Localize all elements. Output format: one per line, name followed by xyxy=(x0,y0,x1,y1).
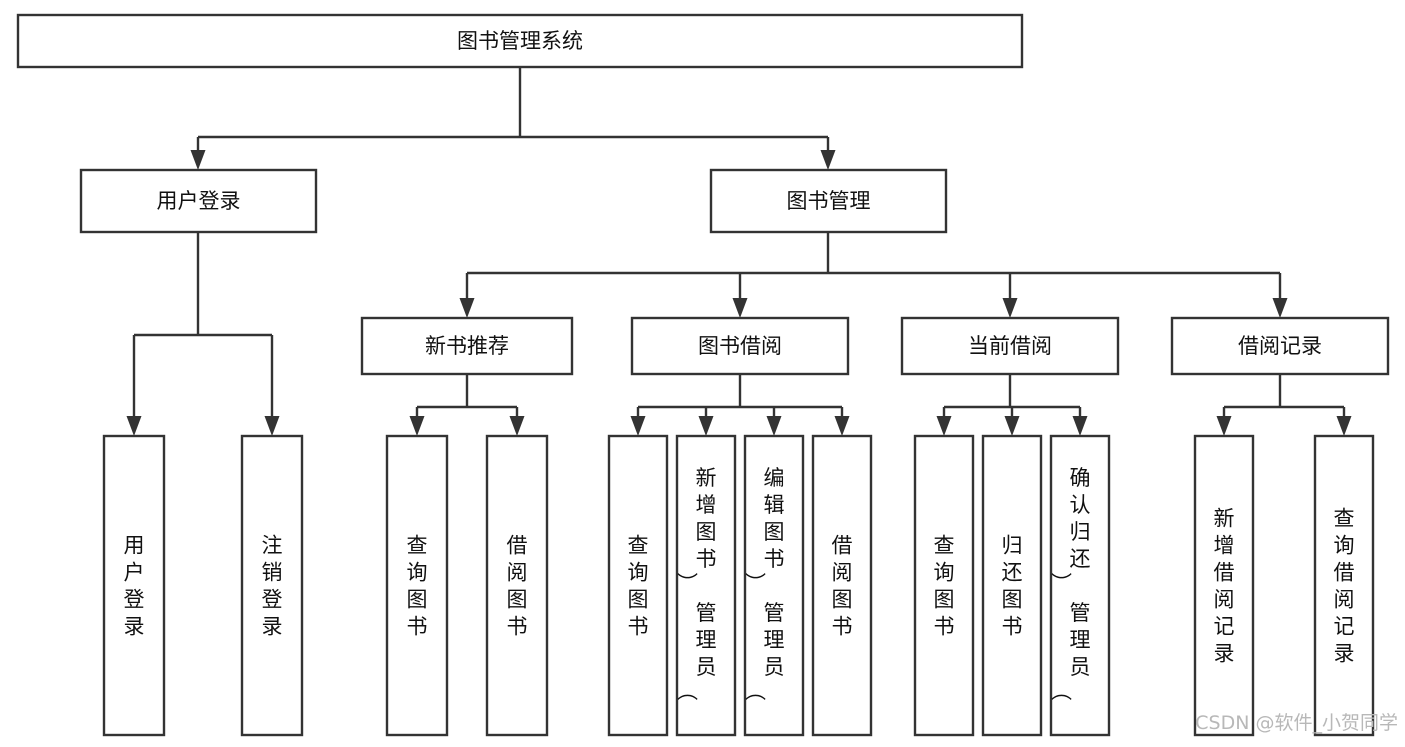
node-box-leaf-user-login[interactable] xyxy=(102,434,166,737)
connector-book-management xyxy=(459,232,1288,318)
connector-root xyxy=(190,67,836,170)
arrow-head-icon xyxy=(630,416,646,436)
arrow-head-icon xyxy=(1216,416,1232,436)
node-leaf-return-book[interactable]: 归还图书 xyxy=(981,434,1043,737)
node-new-book-recommend[interactable]: 新书推荐 xyxy=(360,316,574,376)
arrow-head-icon xyxy=(126,416,142,436)
node-label-book-borrow: 图书借阅 xyxy=(698,334,782,358)
node-box-new-book-recommend[interactable] xyxy=(360,316,574,376)
node-label-leaf-add-borrow-record: 新增借阅记录 xyxy=(1214,507,1235,666)
node-label-user-login: 用户登录 xyxy=(157,189,241,213)
node-borrow-record[interactable]: 借阅记录 xyxy=(1170,316,1390,376)
arrow-head-icon xyxy=(732,298,748,318)
node-box-leaf-query-book-borrow[interactable] xyxy=(607,434,669,737)
node-label-leaf-borrow-book-recommend: 借阅图书 xyxy=(507,534,528,639)
node-box-leaf-confirm-return-admin[interactable] xyxy=(1049,434,1111,737)
node-layer: 图书管理系统用户登录图书管理新书推荐图书借阅当前借阅借阅记录用户登录注销登录查询… xyxy=(16,13,1390,737)
arrow-head-icon xyxy=(834,416,850,436)
node-label-borrow-record: 借阅记录 xyxy=(1238,334,1322,358)
node-box-leaf-edit-book-admin[interactable] xyxy=(743,434,805,737)
arrow-head-icon xyxy=(1004,416,1020,436)
node-box-leaf-query-borrow-record[interactable] xyxy=(1313,434,1375,737)
connector-book-borrow xyxy=(630,374,850,436)
node-label-root: 图书管理系统 xyxy=(457,29,583,53)
node-box-leaf-query-book-current[interactable] xyxy=(913,434,975,737)
arrow-head-icon xyxy=(698,416,714,436)
node-label-leaf-query-book-borrow: 查询图书 xyxy=(628,534,649,639)
arrow-head-icon xyxy=(509,416,525,436)
node-label-leaf-confirm-return-admin: 确认归还（管理员） xyxy=(1051,466,1091,701)
node-label-leaf-logout-login: 注销登录 xyxy=(262,534,283,639)
node-leaf-add-book-admin[interactable]: 新增图书（管理员） xyxy=(675,434,737,737)
node-current-borrow[interactable]: 当前借阅 xyxy=(900,316,1120,376)
connector-current-borrow xyxy=(936,374,1088,436)
connector-borrow-record xyxy=(1216,374,1352,436)
node-leaf-confirm-return-admin[interactable]: 确认归还（管理员） xyxy=(1049,434,1111,737)
node-label-leaf-edit-book-admin: 编辑图书（管理员） xyxy=(745,466,785,701)
node-leaf-query-borrow-record[interactable]: 查询借阅记录 xyxy=(1313,434,1375,737)
connector-new-book-recommend xyxy=(409,374,525,436)
node-label-book-management: 图书管理 xyxy=(787,189,871,213)
node-label-leaf-query-book-recommend: 查询图书 xyxy=(407,534,428,639)
arrow-head-icon xyxy=(1272,298,1288,318)
connector-layer xyxy=(126,67,1352,436)
node-label-leaf-return-book: 归还图书 xyxy=(1002,534,1023,639)
node-leaf-query-book-borrow[interactable]: 查询图书 xyxy=(607,434,669,737)
watermark-label: CSDN @软件_小贺同学 xyxy=(1195,712,1398,734)
arrow-head-icon xyxy=(1336,416,1352,436)
node-box-current-borrow[interactable] xyxy=(900,316,1120,376)
node-box-user-login[interactable] xyxy=(79,168,318,234)
arrow-head-icon xyxy=(409,416,425,436)
node-box-leaf-return-book[interactable] xyxy=(981,434,1043,737)
node-label-leaf-query-book-current: 查询图书 xyxy=(934,534,955,639)
node-user-login[interactable]: 用户登录 xyxy=(79,168,318,234)
node-leaf-query-book-recommend[interactable]: 查询图书 xyxy=(385,434,449,737)
arrow-head-icon xyxy=(459,298,475,318)
node-box-borrow-record[interactable] xyxy=(1170,316,1390,376)
node-leaf-logout-login[interactable]: 注销登录 xyxy=(240,434,304,737)
arrow-head-icon xyxy=(936,416,952,436)
node-box-leaf-borrow-book-recommend[interactable] xyxy=(485,434,549,737)
node-label-leaf-query-borrow-record: 查询借阅记录 xyxy=(1334,507,1355,666)
node-box-leaf-add-borrow-record[interactable] xyxy=(1193,434,1255,737)
node-label-leaf-add-book-admin: 新增图书（管理员） xyxy=(677,466,717,701)
node-label-leaf-user-login: 用户登录 xyxy=(124,534,145,639)
node-box-root[interactable] xyxy=(16,13,1024,69)
node-label-leaf-borrow-book: 借阅图书 xyxy=(832,534,853,639)
arrow-head-icon xyxy=(1002,298,1018,318)
node-book-borrow[interactable]: 图书借阅 xyxy=(630,316,850,376)
node-leaf-query-book-current[interactable]: 查询图书 xyxy=(913,434,975,737)
connector-user-login xyxy=(126,232,280,436)
node-leaf-user-login[interactable]: 用户登录 xyxy=(102,434,166,737)
node-box-leaf-query-book-recommend[interactable] xyxy=(385,434,449,737)
arrow-head-icon xyxy=(766,416,782,436)
node-label-current-borrow: 当前借阅 xyxy=(968,334,1052,358)
node-leaf-edit-book-admin[interactable]: 编辑图书（管理员） xyxy=(743,434,805,737)
node-box-book-borrow[interactable] xyxy=(630,316,850,376)
node-box-leaf-borrow-book[interactable] xyxy=(811,434,873,737)
node-leaf-add-borrow-record[interactable]: 新增借阅记录 xyxy=(1193,434,1255,737)
node-root[interactable]: 图书管理系统 xyxy=(16,13,1024,69)
arrow-head-icon xyxy=(1072,416,1088,436)
node-label-new-book-recommend: 新书推荐 xyxy=(425,334,509,358)
node-box-leaf-logout-login[interactable] xyxy=(240,434,304,737)
node-leaf-borrow-book-recommend[interactable]: 借阅图书 xyxy=(485,434,549,737)
node-box-book-management[interactable] xyxy=(709,168,948,234)
node-box-leaf-add-book-admin[interactable] xyxy=(675,434,737,737)
node-book-management[interactable]: 图书管理 xyxy=(709,168,948,234)
arrow-head-icon xyxy=(264,416,280,436)
node-leaf-borrow-book[interactable]: 借阅图书 xyxy=(811,434,873,737)
arrow-head-icon xyxy=(820,150,836,170)
arrow-head-icon xyxy=(190,150,206,170)
